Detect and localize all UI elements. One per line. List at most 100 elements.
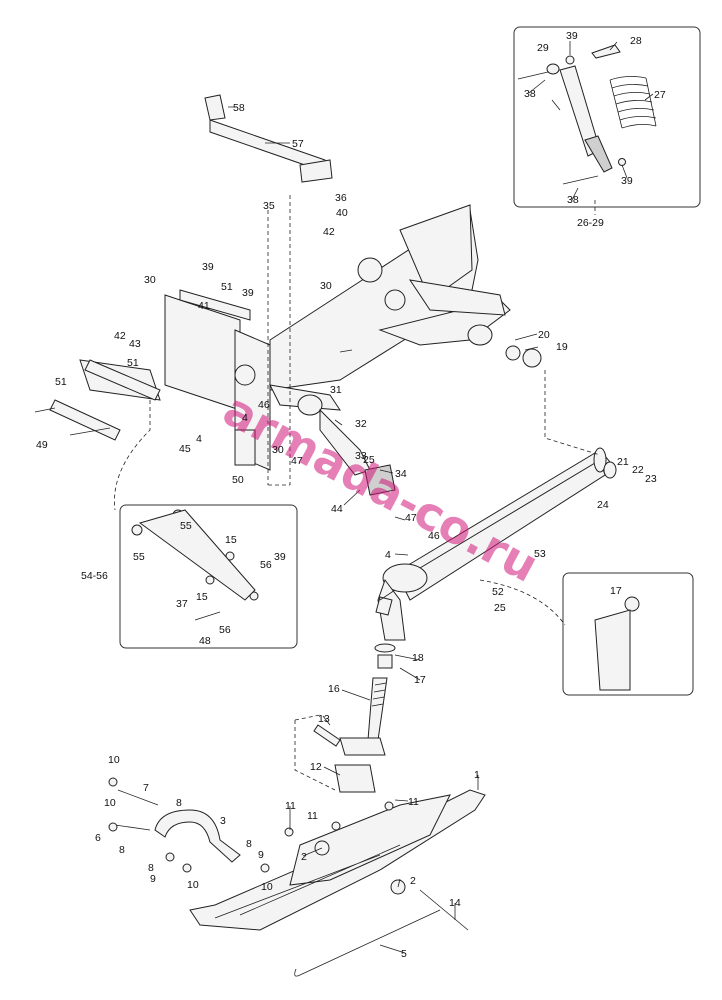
- callout-3: 3: [220, 815, 226, 827]
- callout-22: 22: [632, 464, 644, 476]
- callout-38a: 38: [524, 88, 536, 100]
- callout-36: 36: [335, 192, 347, 204]
- callout-9b: 9: [150, 873, 156, 885]
- callout-10a: 10: [108, 754, 120, 766]
- callout-4a: 4: [242, 412, 248, 424]
- callout-31: 31: [330, 384, 342, 396]
- callout-48: 48: [199, 635, 211, 647]
- callout-37: 37: [176, 598, 188, 610]
- shock-inset-box: [513, 26, 701, 208]
- callout-57: 57: [292, 138, 304, 150]
- callout-8a: 8: [176, 797, 182, 809]
- callout-52: 52: [492, 586, 504, 598]
- callout-45: 45: [179, 443, 191, 455]
- spindle-housing: [375, 563, 428, 641]
- callout-41: 41: [198, 300, 210, 312]
- steering-arm: [269, 384, 396, 496]
- pin-and-block: [313, 724, 376, 793]
- callout-39e: 39: [274, 551, 286, 563]
- callout-16: 16: [328, 683, 340, 695]
- callout-2b: 2: [410, 875, 416, 887]
- callouts: 58 57 36 35 40 42 30 39 30 51 39 41 42 4…: [36, 30, 666, 960]
- ski: [189, 789, 486, 931]
- callout-42a: 42: [323, 226, 335, 238]
- callout-27: 27: [654, 89, 666, 101]
- callout-24: 24: [597, 499, 609, 511]
- callout-1: 1: [474, 769, 480, 781]
- callout-55b: 55: [133, 551, 145, 563]
- reference-lines: [114, 195, 601, 791]
- callout-39c: 39: [566, 30, 578, 42]
- support-bracket: [204, 94, 333, 183]
- callout-25a: 25: [363, 454, 375, 466]
- callout-39a: 39: [202, 261, 214, 273]
- callout-25b: 25: [494, 602, 506, 614]
- callout-4c: 4: [385, 549, 391, 561]
- callout-29: 29: [537, 42, 549, 54]
- callout-10b: 10: [104, 797, 116, 809]
- coil-spring: [609, 76, 657, 129]
- callout-2a: 2: [301, 851, 307, 863]
- callout-12: 12: [310, 761, 322, 773]
- trailing-arm: [399, 447, 617, 601]
- callout-17b: 17: [610, 585, 622, 597]
- callout-26-29: 26-29: [577, 217, 604, 229]
- callout-30b: 30: [144, 274, 156, 286]
- callout-42b: 42: [114, 330, 126, 342]
- callout-53: 53: [534, 548, 546, 560]
- callout-54-56: 54-56: [81, 570, 108, 582]
- ski-runner: [299, 909, 441, 976]
- detail-inset-box: [562, 572, 694, 696]
- callout-18: 18: [412, 652, 424, 664]
- callout-28: 28: [630, 35, 642, 47]
- callout-13: 13: [318, 713, 330, 725]
- callout-19: 19: [556, 341, 568, 353]
- callout-51b: 51: [127, 357, 139, 369]
- callout-11a: 11: [408, 796, 419, 808]
- ski-handle: [154, 809, 241, 863]
- callout-21: 21: [617, 456, 629, 468]
- callout-15b: 15: [196, 591, 208, 603]
- callout-51c: 51: [55, 376, 67, 388]
- callout-15a: 15: [225, 534, 237, 546]
- callout-33: 33: [355, 450, 367, 462]
- callout-39d: 39: [621, 175, 633, 187]
- callout-38b: 38: [567, 194, 579, 206]
- callout-8d: 8: [148, 862, 154, 874]
- callout-43: 43: [129, 338, 141, 350]
- callout-8b: 8: [119, 844, 125, 856]
- callout-40: 40: [336, 207, 348, 219]
- callout-47a: 47: [291, 455, 303, 467]
- callout-34: 34: [395, 468, 407, 480]
- callout-4b: 4: [196, 433, 202, 445]
- callout-9a: 9: [258, 849, 264, 861]
- callout-10d: 10: [187, 879, 199, 891]
- callout-30a: 30: [320, 280, 332, 292]
- callout-49: 49: [36, 439, 48, 451]
- callout-51a: 51: [221, 281, 233, 293]
- callout-7: 7: [143, 782, 149, 794]
- callout-39b: 39: [242, 287, 254, 299]
- spindle: [339, 643, 396, 756]
- leader-lines: [228, 41, 654, 954]
- callout-50: 50: [232, 474, 244, 486]
- callout-11b: 11: [285, 800, 296, 812]
- callout-30c: 30: [272, 444, 284, 456]
- callout-23: 23: [645, 473, 657, 485]
- callout-6: 6: [95, 832, 101, 844]
- shock-absorber-group: [517, 44, 657, 185]
- left-bracket-assembly: [49, 289, 271, 471]
- callout-58: 58: [233, 102, 245, 114]
- callout-20: 20: [538, 329, 550, 341]
- callout-10c: 10: [261, 881, 273, 893]
- arm-inset-box: [119, 504, 298, 649]
- callout-5: 5: [401, 948, 407, 960]
- callout-46b: 46: [428, 530, 440, 542]
- callout-32: 32: [355, 418, 367, 430]
- chassis-frame: [269, 204, 511, 391]
- callout-11c: 11: [307, 810, 318, 822]
- callout-56b: 56: [219, 624, 231, 636]
- callout-35: 35: [263, 200, 275, 212]
